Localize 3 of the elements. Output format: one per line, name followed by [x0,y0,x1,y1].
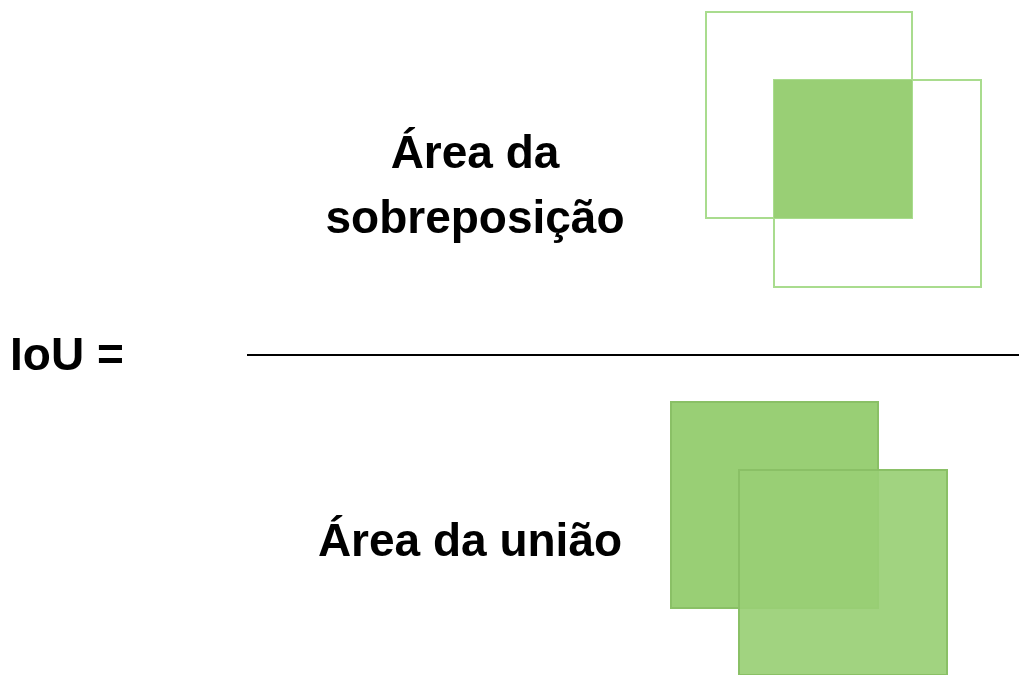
numerator-label: Área da sobreposição [324,125,626,245]
denominator-label: Área da união [316,513,624,568]
formula-label: IoU = [10,327,125,382]
